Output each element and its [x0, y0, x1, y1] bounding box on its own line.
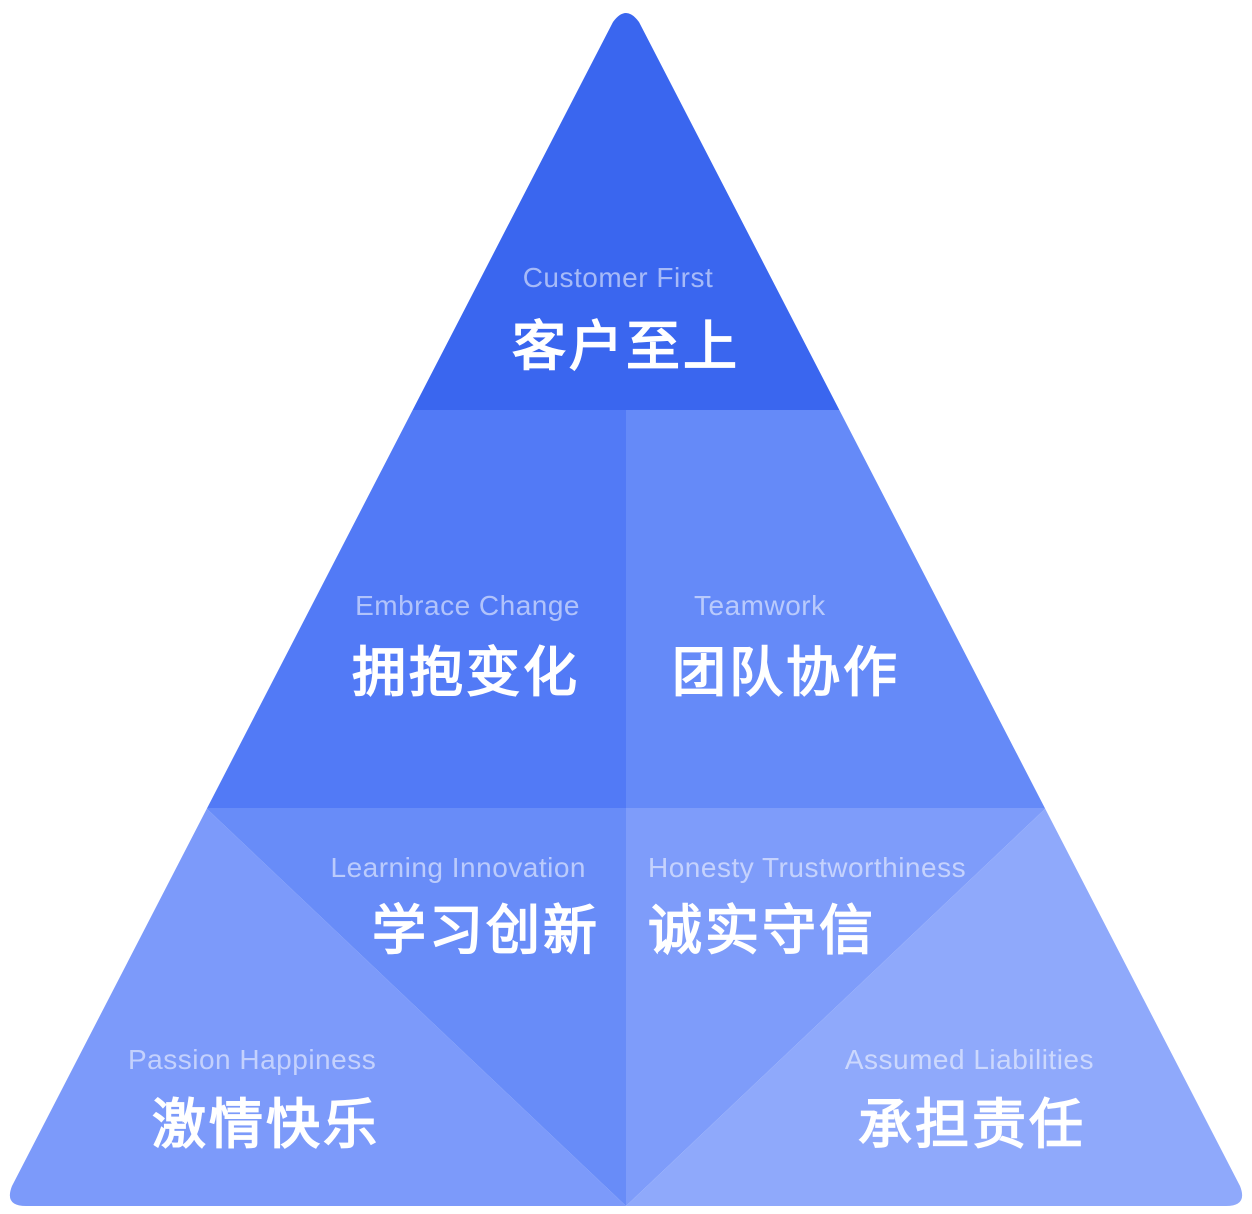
segment-learning-innovation: [206, 808, 626, 1206]
value-embrace-change-en: Embrace Change: [355, 590, 580, 621]
value-customer-first-zh: 客户至上: [512, 315, 740, 378]
value-passion-happiness-zh: 激情快乐: [152, 1093, 380, 1156]
value-honesty-trustworthiness: Honesty Trustworthiness 诚实守信: [648, 852, 1008, 965]
segment-assumed-liabilities: [626, 808, 1243, 1206]
value-teamwork-zh: 团队协作: [672, 641, 900, 704]
value-customer-first-en: Customer First: [522, 262, 714, 293]
value-teamwork: Teamwork 团队协作: [672, 590, 972, 707]
value-assumed-liabilities-zh: 承担责任: [858, 1093, 1086, 1156]
value-learning-innovation-en: Learning Innovation: [330, 852, 586, 883]
value-passion-happiness: Passion Happiness 激情快乐: [128, 1044, 428, 1159]
value-embrace-change: Embrace Change 拥抱变化: [290, 590, 580, 707]
value-assumed-liabilities: Assumed Liabilities 承担责任: [790, 1044, 1094, 1159]
segment-passion-happiness: [9, 808, 626, 1206]
value-learning-innovation-zh: 学习创新: [372, 899, 600, 962]
value-learning-innovation: Learning Innovation 学习创新: [280, 852, 600, 965]
value-teamwork-en: Teamwork: [694, 590, 826, 621]
value-embrace-change-zh: 拥抱变化: [352, 641, 580, 704]
value-honesty-trustworthiness-zh: 诚实守信: [648, 899, 876, 962]
value-passion-happiness-en: Passion Happiness: [128, 1044, 377, 1075]
value-customer-first: Customer First 客户至上: [468, 262, 784, 381]
value-honesty-trustworthiness-en: Honesty Trustworthiness: [648, 852, 967, 883]
value-assumed-liabilities-en: Assumed Liabilities: [844, 1044, 1094, 1075]
